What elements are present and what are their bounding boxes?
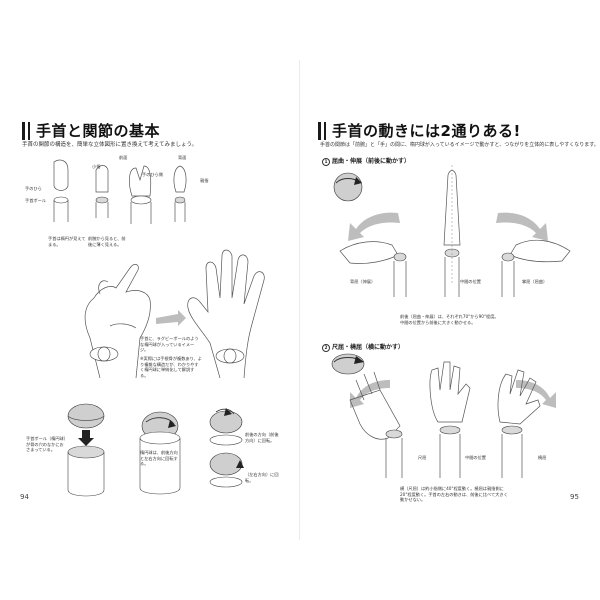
label-ulnar: 尺屈: [418, 455, 427, 460]
note-ball-2: 楕円球は、前後方向と左右方向に回転する。: [140, 450, 178, 467]
section-1-number: 1: [322, 157, 330, 166]
ball-socket-diagrams: [67, 403, 244, 497]
label-back: 背面: [178, 155, 187, 160]
note-rot-2: （左右方向）に回転。: [245, 472, 279, 483]
label-radial: 橈屈: [538, 455, 547, 460]
page-number-right: 95: [570, 493, 579, 501]
page-number-left: 94: [20, 493, 29, 501]
label-neutral-1: 中間の位置: [460, 279, 481, 284]
note-wrist-2: 前腕から見ると、前後に薄く見える。: [88, 236, 126, 247]
label-little: 小指: [92, 164, 101, 169]
right-page: 手首の動きには2通りある! 手首の関節は「前腕」と「手」の間に、楕円球が入ってい…: [300, 0, 600, 600]
section-2-number: 2: [322, 343, 330, 352]
note-hand: 手首に、ラグビーボールのような楕円球が入っているイメージ。: [140, 336, 199, 353]
ulnar-radial-diagram: [331, 353, 556, 478]
right-page-title: 手首の動きには2通りある!: [318, 120, 521, 141]
note-hand-2: ※実際には手根骨が複数あり、より複雑な構造だが、わかりやすく楕円球に単純化して解…: [140, 356, 202, 378]
right-intro: 手首の関節は「前腕」と「手」の間に、楕円球が入っているイメージで動かすと、つなが…: [320, 142, 599, 148]
note-wrist-1: 手首は楕円が見えてまる。: [48, 236, 86, 247]
note-ball-1: 手首ボール（楕円球）が骨の穴のなかにおさまっている。: [26, 436, 66, 453]
label-palm: 手のひら: [25, 186, 42, 191]
left-page: 手首と関節の基本 手首の関節の構造を、簡単な立体図形に置き換えて考えてみましょう…: [20, 120, 279, 501]
left-intro: 手首の関節の構造を、簡単な立体図形に置き換えて考えてみましょう。: [22, 142, 198, 148]
label-wrist-ball: 手首ボール: [25, 198, 46, 203]
label-thumb: 親指: [200, 178, 209, 183]
left-page-title: 手首と関節の基本: [22, 120, 160, 141]
section-1-note: 前後（屈曲・伸展）は、それぞれ70°から90°程度。中間の位置から前後に大きく動…: [400, 314, 499, 325]
label-neutral-2: 中間の位置: [465, 455, 486, 460]
hand-illustrations: [84, 249, 265, 379]
label-palm-side: 手のひら側: [142, 172, 163, 177]
note-rot-1: 前後の方向（前後方向）に回転。: [245, 432, 279, 443]
label-front: 前面: [119, 155, 128, 160]
flexion-extension-diagram: [333, 165, 571, 297]
wrist-structure-diagrams: [53, 159, 187, 224]
section-2-note: 横（尺屈）は約小指側に40°程度動く。橈屈は親指側に20°程度動く。手首の左右の…: [400, 486, 508, 503]
label-palmar-flexion: 掌屈（屈曲）: [522, 279, 548, 284]
label-dorsiflexion: 背屈（伸展）: [350, 279, 376, 284]
